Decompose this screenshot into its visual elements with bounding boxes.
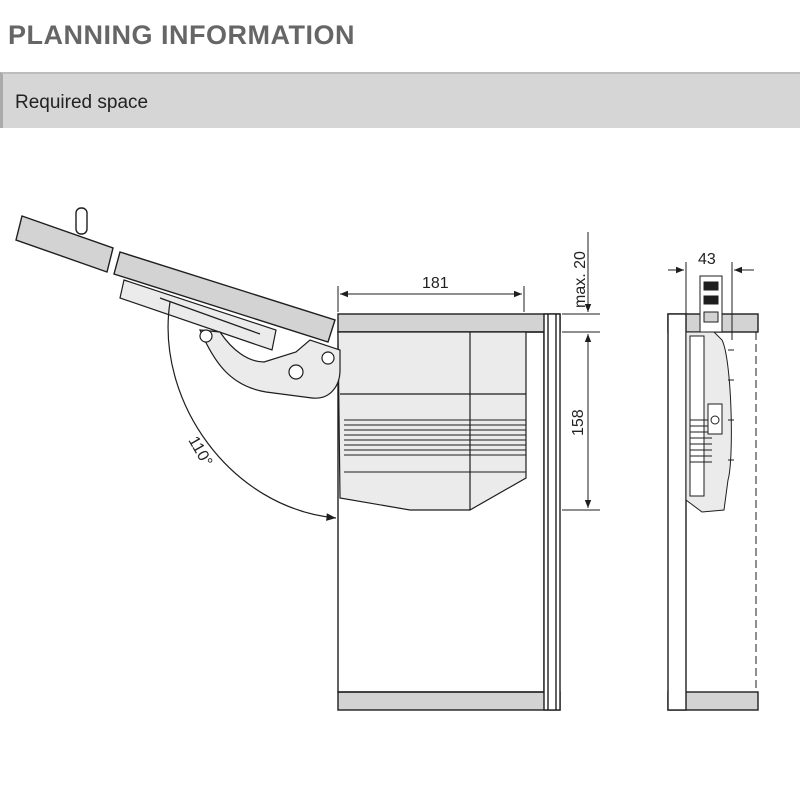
opening-angle-arc <box>167 301 337 521</box>
flap-handle <box>75 207 88 235</box>
spring-rails <box>344 419 526 456</box>
front-mechanism <box>685 275 734 513</box>
cabinet-front-view <box>667 313 759 711</box>
dimension-181 <box>337 286 525 312</box>
section-label: Required space <box>15 92 149 113</box>
section-header-bar: Required space <box>0 72 800 128</box>
dimension-158 <box>562 334 600 511</box>
dimension-label-158: 158 <box>570 409 587 436</box>
cabinet-back-panel <box>543 313 561 711</box>
dimension-label-43: 43 <box>698 251 716 268</box>
hinge-arm <box>119 279 341 399</box>
lift-mechanism-housing <box>337 331 527 511</box>
opened-flap <box>15 207 336 343</box>
dimension-43 <box>668 262 754 340</box>
cabinet-top-panel <box>337 313 561 333</box>
dimension-label-181: 181 <box>422 275 449 292</box>
flap-panel-lower <box>113 251 336 343</box>
dimension-label-max-20: max. 20 <box>572 251 589 308</box>
flap-panel-upper <box>15 215 114 273</box>
page-title: PLANNING INFORMATION <box>8 20 355 50</box>
angle-label-110: 110° <box>185 434 216 470</box>
dimension-max-20 <box>562 232 600 333</box>
front-side-panel <box>667 313 687 711</box>
cabinet-bottom-panel <box>337 691 561 711</box>
